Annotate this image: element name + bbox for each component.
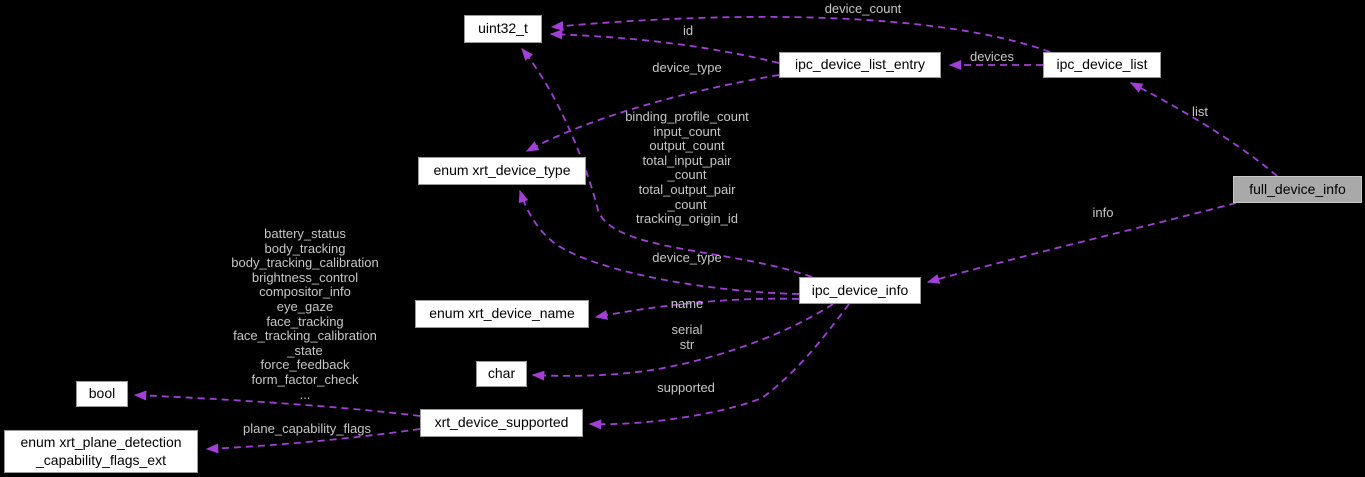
edge-plane-capability-flags: [205, 428, 421, 454]
edge-label-supported-fields: battery_status body_tracking body_tracki…: [231, 226, 379, 402]
edge-label-serial-str: serial str: [671, 322, 703, 352]
edge-label-id: id: [682, 23, 694, 38]
edge-supported: [588, 303, 850, 430]
edge-label-counts: binding_profile_count input_count output…: [625, 109, 749, 227]
edge-device-count: [550, 16, 1051, 53]
edge-label-supported: supported: [657, 380, 715, 395]
edge-label-device-type-bottom: device_type: [652, 250, 722, 265]
edge-name: [594, 297, 800, 320]
edge-label-device-type-top: device_type: [652, 60, 722, 75]
edge-label-plane-capability-flags: plane_capability_flags: [243, 421, 371, 436]
edge-label-devices: devices: [969, 49, 1015, 64]
node-uint32-t[interactable]: uint32_t: [464, 15, 542, 43]
node-bool[interactable]: bool: [76, 381, 128, 407]
edge-label-info: info: [1092, 205, 1114, 220]
node-ipc-device-info[interactable]: ipc_device_info: [799, 277, 921, 304]
edge-label-device-count: device_count: [824, 1, 902, 16]
node-full-device-info[interactable]: full_device_info: [1233, 176, 1362, 203]
node-xrt-device-supported[interactable]: xrt_device_supported: [420, 409, 583, 437]
node-ipc-device-list[interactable]: ipc_device_list: [1043, 52, 1161, 78]
node-enum-xrt-plane-detection-capability-flags-ext[interactable]: enum xrt_plane_detection _capability_fla…: [4, 430, 198, 473]
node-enum-xrt-device-name[interactable]: enum xrt_device_name: [415, 300, 589, 328]
edge-counts: [521, 48, 813, 278]
edge-info: [926, 202, 1237, 284]
edge-device-type-bottom: [518, 189, 800, 295]
edge-label-name: name: [670, 296, 704, 311]
node-enum-xrt-device-type[interactable]: enum xrt_device_type: [418, 157, 586, 185]
edge-id: [549, 29, 780, 64]
edge-list: [1129, 82, 1278, 177]
edge-label-list: list: [1192, 104, 1208, 119]
node-ipc-device-list-entry[interactable]: ipc_device_list_entry: [779, 52, 941, 78]
edge-device-type-top: [525, 74, 780, 152]
node-char[interactable]: char: [476, 361, 527, 387]
